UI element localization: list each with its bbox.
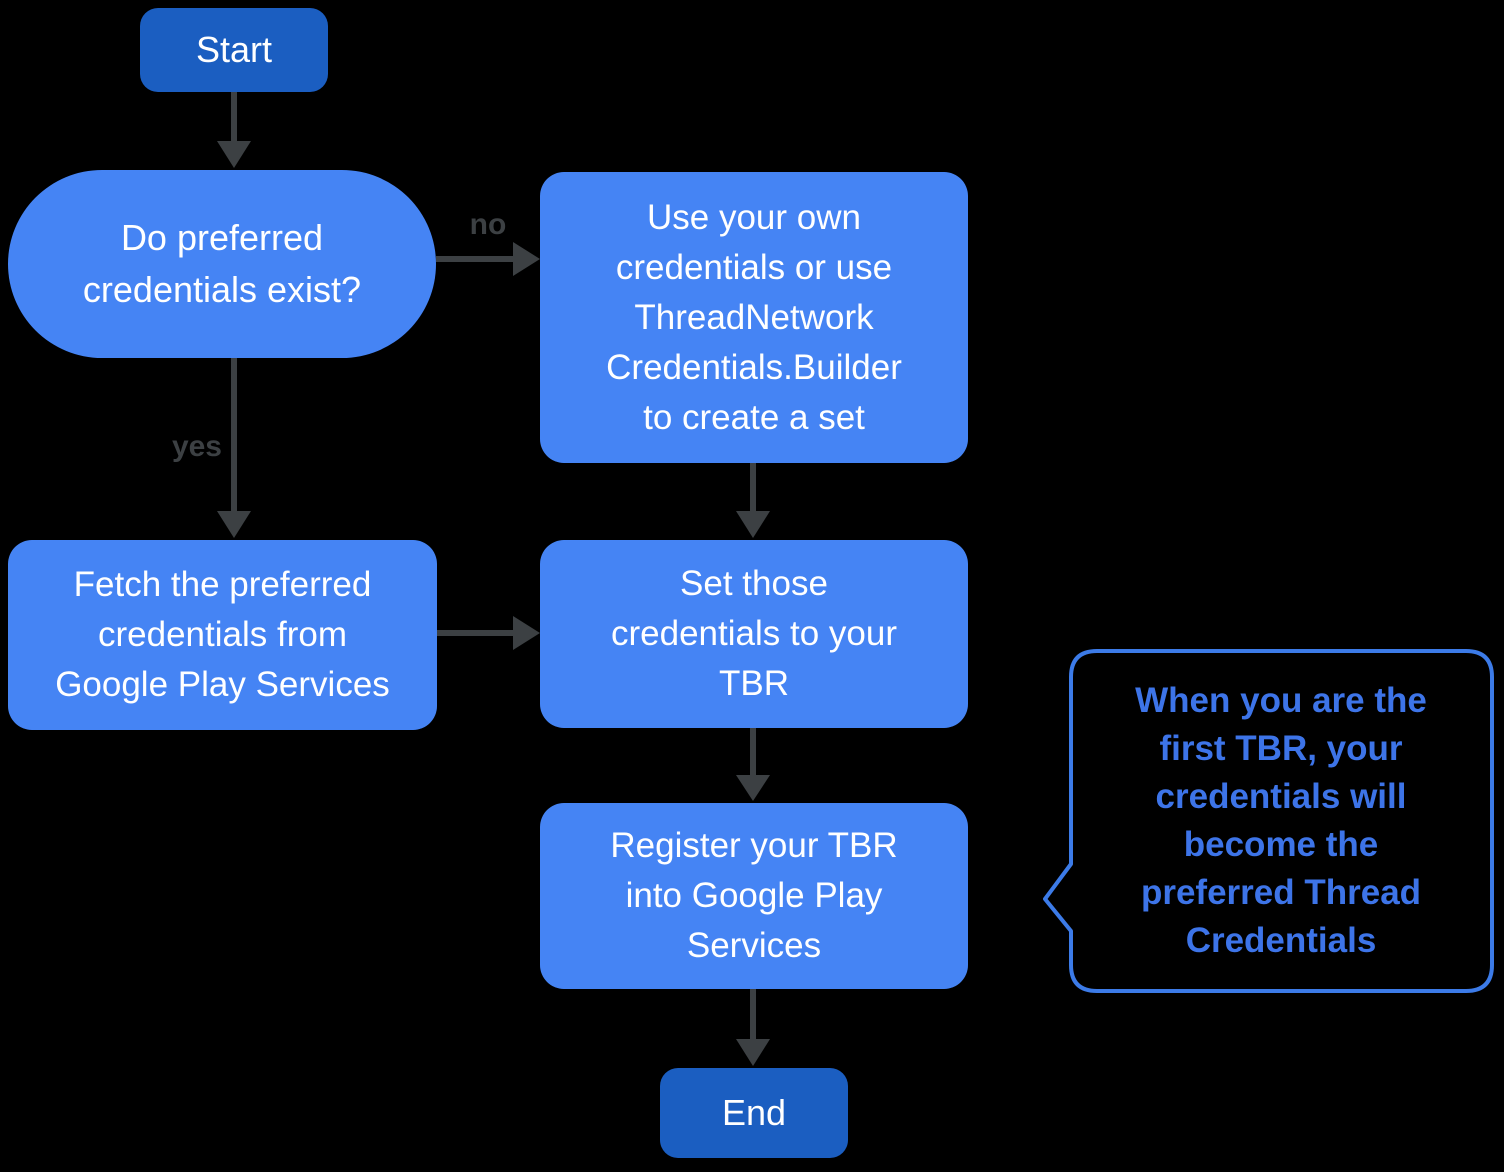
use-own-credentials-node: Use your own credentials or use ThreadNe… (540, 172, 968, 463)
fetch-credentials-node: Fetch the preferred credentials from Goo… (8, 540, 437, 730)
arrow-start-to-decision (217, 92, 251, 168)
start-node: Start (140, 8, 328, 92)
arrow-decision-no-to-use-own (436, 242, 540, 276)
edge-label-yes: yes (171, 430, 222, 463)
register-tbr-label: Register your TBR into Google Play Servi… (610, 826, 898, 965)
fetch-credentials-label: Fetch the preferred credentials from Goo… (55, 565, 390, 704)
end-label: End (721, 1092, 787, 1133)
arrow-register-to-end (736, 989, 770, 1066)
start-label: Start (195, 29, 273, 70)
arrow-set-tbr-to-register (736, 728, 770, 801)
callout-note-text: When you are the first TBR, your credent… (1135, 681, 1427, 960)
decision-label: Do preferred credentials exist? (82, 217, 362, 310)
edge-label-no: no (469, 208, 507, 241)
end-node: End (660, 1068, 848, 1158)
set-credentials-node: Set those credentials to your TBR (540, 540, 968, 728)
set-credentials-label: Set those credentials to your TBR (611, 564, 897, 703)
arrow-fetch-to-set-tbr (437, 616, 540, 650)
decision-node: Do preferred credentials exist? (8, 170, 436, 358)
register-tbr-node: Register your TBR into Google Play Servi… (540, 803, 968, 989)
arrow-decision-yes-to-fetch (217, 358, 251, 538)
arrow-use-own-to-set-tbr (736, 463, 770, 538)
use-own-credentials-label: Use your own credentials or use ThreadNe… (606, 197, 902, 437)
